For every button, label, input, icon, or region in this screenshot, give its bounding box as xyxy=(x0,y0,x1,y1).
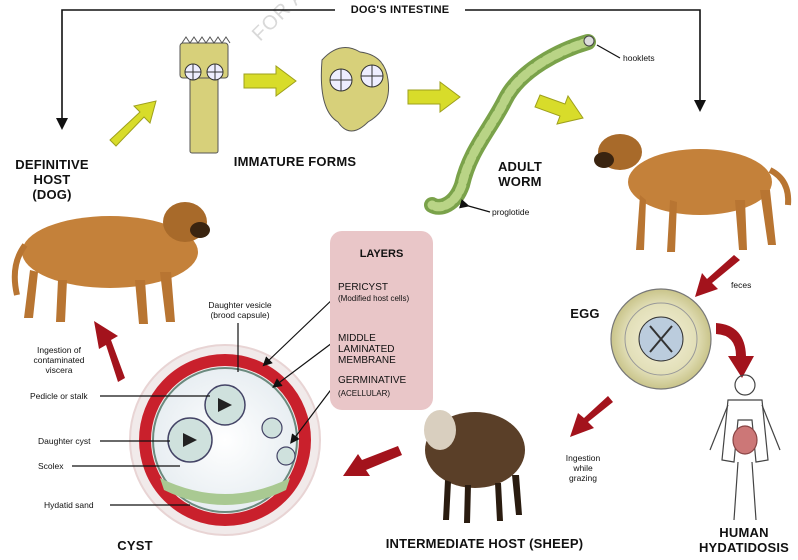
ingestion-viscera-label: Ingestion of contaminated viscera xyxy=(24,345,94,375)
ingestion-grazing-label: Ingestion while grazing xyxy=(558,453,608,483)
egg xyxy=(611,289,711,389)
hydatid-sand-label: Hydatid sand xyxy=(44,500,94,510)
immature-forms-label: IMMATURE FORMS xyxy=(200,154,390,169)
dog-left xyxy=(15,202,210,324)
layer-middle-sub: (ACELLULAR) xyxy=(338,388,396,399)
dog-right xyxy=(594,134,788,252)
egg-label: EGG xyxy=(560,306,610,321)
layer-pericyst: PERICYST (Modified host cells) xyxy=(338,282,409,304)
intermediate-host-label: INTERMEDIATE HOST (SHEEP) xyxy=(362,536,607,551)
layer-middle-name: MIDDLE LAMINATED MEMBRANE xyxy=(338,333,396,366)
pedicle-label: Pedicle or stalk xyxy=(30,391,88,401)
immature-form-2 xyxy=(321,48,388,132)
definitive-host-label: DEFINITIVE HOST (DOG) xyxy=(2,157,102,202)
proglotide-label: proglotide xyxy=(492,207,529,217)
immature-form-1 xyxy=(180,37,230,153)
human-figure xyxy=(710,375,780,520)
layer-pericyst-name: PERICYST xyxy=(338,282,409,293)
layer-middle: MIDDLE LAMINATED MEMBRANE (ACELLULAR) xyxy=(338,311,396,421)
daughter-vesicle-label: Daughter vesicle (brood capsule) xyxy=(195,300,285,320)
scolex-label: Scolex xyxy=(38,461,64,471)
feces-label: feces xyxy=(731,280,751,290)
adult-worm-label: ADULT WORM xyxy=(480,159,560,189)
daughter-cyst-label: Daughter cyst xyxy=(38,436,90,446)
layer-pericyst-sub: (Modified host cells) xyxy=(338,293,409,304)
human-hydatidosis-label: HUMAN HYDATIDOSIS xyxy=(690,525,798,555)
hooklets-label: hooklets xyxy=(623,53,655,63)
sheep xyxy=(424,410,525,523)
layers-box: LAYERS PERICYST (Modified host cells) MI… xyxy=(330,231,433,410)
layer-germinative: GERMINATIVE xyxy=(338,375,406,386)
layers-title: LAYERS xyxy=(330,248,433,260)
cyst-label: CYST xyxy=(105,538,165,553)
dogs-intestine-label: DOG'S INTESTINE xyxy=(335,3,465,18)
